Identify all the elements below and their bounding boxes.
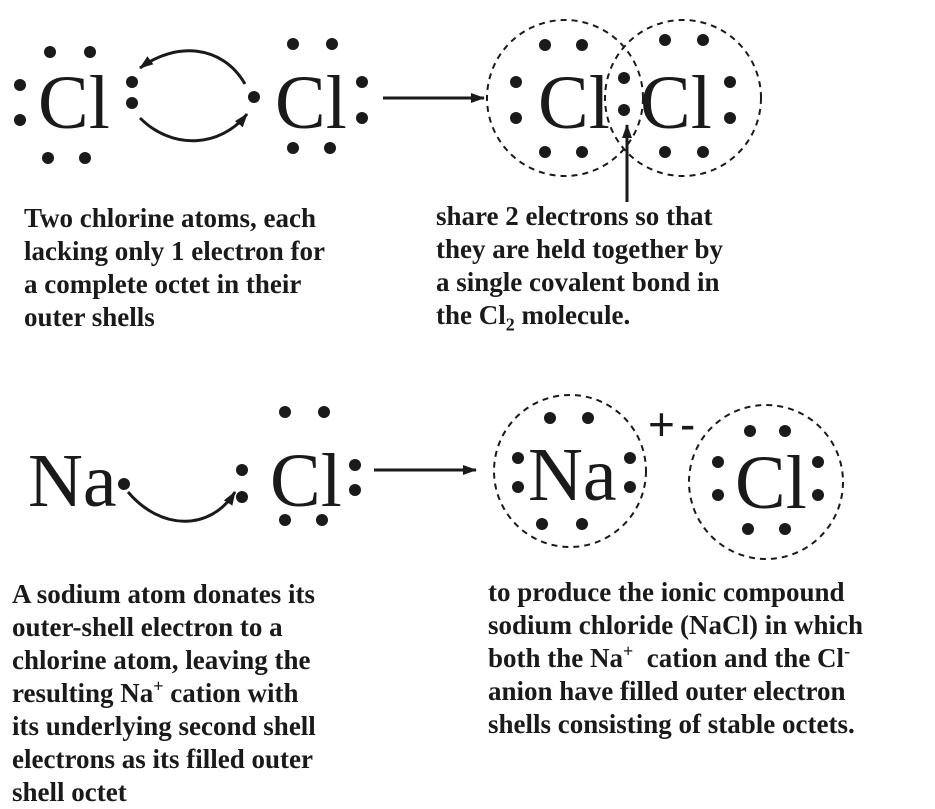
chlorine-symbol: Cl (270, 439, 342, 523)
chlorine-symbol: Cl (735, 441, 807, 525)
caption-line: sodium chloride (NaCl) in which (488, 610, 864, 640)
caption-line: electrons as its filled outer (12, 744, 313, 774)
caption-line: both the Na+ cation and the Cl- (488, 642, 863, 675)
caption-line: a complete octet in their (24, 269, 302, 299)
caption-text: the Cl (436, 300, 506, 330)
chlorine-symbol: Cl (640, 61, 712, 145)
caption-line: share 2 electrons so that (436, 201, 713, 231)
caption-line: A sodium atom donates its (12, 579, 316, 609)
electron-transfer-arrow (126, 491, 237, 523)
caption-line: a single covalent bond in (436, 267, 720, 297)
anion-charge: - (680, 398, 695, 450)
superscript: + (623, 641, 634, 661)
chlorine-symbol: Cl (275, 61, 347, 145)
caption-text: both the Na (488, 643, 624, 673)
sodium-symbol: Na (528, 433, 617, 517)
sodium-symbol: Na (28, 439, 117, 523)
caption-line: they are held together by (436, 234, 723, 264)
chlorine-molecule: Cl Cl (486, 19, 762, 177)
subscript: 2 (505, 314, 515, 335)
chloride-anion: - Cl (680, 398, 844, 560)
electron-exchange-arrows (138, 49, 249, 143)
chlorine-atom-acceptor: Cl (236, 406, 361, 526)
sodium-atom: Na (28, 439, 130, 523)
electron-shell (486, 19, 644, 177)
caption-text: molecule. (514, 300, 631, 330)
caption-text: cation with (163, 678, 299, 708)
caption-line: outer shells (24, 302, 155, 332)
sodium-cation: Na + (493, 394, 675, 548)
shared-electron (618, 104, 630, 116)
caption-line: to produce the ionic compound (488, 577, 845, 607)
electron-shell (493, 394, 647, 548)
superscript: - (844, 641, 851, 661)
superscript: + (153, 676, 164, 696)
caption-line: anion have filled outer electron (488, 676, 846, 706)
electron-shell (688, 404, 844, 560)
chlorine-symbol: Cl (538, 61, 610, 145)
caption-line: Two chlorine atoms, each (24, 203, 316, 233)
caption-chlorine-atoms: Two chlorine atoms, each lacking only 1 … (24, 202, 325, 334)
caption-text: cation and the Cl (633, 643, 845, 673)
caption-line: lacking only 1 electron for (24, 236, 325, 266)
shared-electron (618, 72, 630, 84)
electron-shell (604, 19, 762, 177)
chlorine-symbol: Cl (38, 61, 110, 145)
caption-line: shells consisting of stable octets. (488, 709, 855, 739)
caption-line: the Cl2 molecule. (436, 299, 723, 335)
caption-covalent-bond: share 2 electrons so that they are held … (436, 200, 723, 335)
chlorine-atom-right: Cl (248, 38, 368, 154)
cation-charge: + (648, 398, 675, 450)
caption-sodium-donation: A sodium atom donates its outer-shell el… (12, 578, 316, 809)
caption-line: chlorine atom, leaving the (12, 645, 311, 675)
caption-ionic-compound: to produce the ionic compound sodium chl… (488, 576, 863, 741)
caption-line: outer-shell electron to a (12, 612, 283, 642)
caption-line: resulting Na+ cation with (12, 677, 316, 710)
caption-line: its underlying second shell (12, 711, 316, 741)
caption-line: shell octet (12, 777, 127, 807)
caption-text: resulting Na (12, 678, 154, 708)
chlorine-atom-left: Cl (14, 46, 138, 164)
